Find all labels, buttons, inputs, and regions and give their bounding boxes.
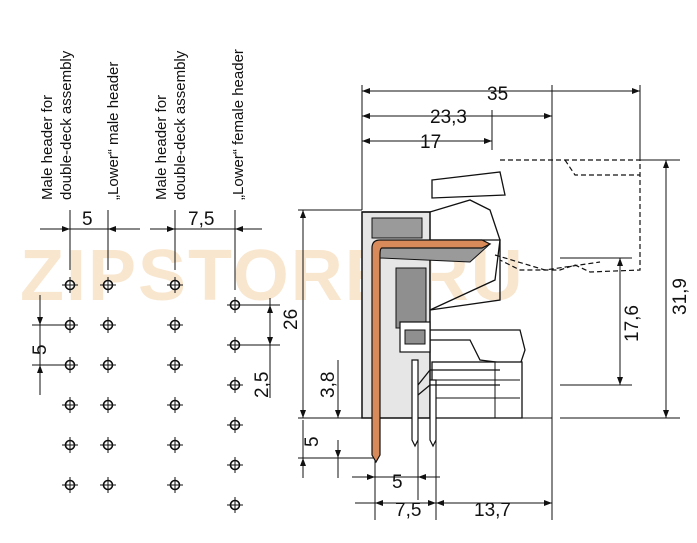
col2-label: „Lower“ male header [105,62,122,200]
dim-31-9: 31,9 [670,278,691,315]
col1-label-line2: double-deck assembly [58,50,75,200]
lower-female-header [431,361,523,419]
col4-label: „Lower“ female header [230,49,247,200]
dim-5-pin: 5 [302,436,323,447]
pitch-5-top: 5 [82,209,93,230]
dim-3-8: 3,8 [318,372,339,398]
dim-5-bottom: 5 [392,472,403,493]
upper-header-outline [499,159,641,273]
pin-grid [62,277,243,513]
col3-label-line1: Male header for [153,95,170,200]
dim-26: 26 [281,309,302,330]
dim-23-3: 23,3 [430,107,467,128]
copper-pin [371,239,492,464]
housing-top-block [371,217,423,239]
dim-17-6: 17,6 [622,305,643,342]
pitch-5-left: 5 [30,344,51,355]
pitch-7-5-top: 7,5 [188,209,214,230]
lower-pin-1 [411,359,419,448]
housing-mid-block [395,267,427,329]
col1-label-line1: Male header for [39,95,56,200]
lower-pin-2 [429,379,437,448]
column-labels: Male header for double-deck assembly „Lo… [39,49,247,200]
dim-35: 35 [487,84,508,105]
housing-latch [362,199,501,311]
pin-layout: 5 7,5 5 2,5 [30,209,280,513]
pitch-2-5: 2,5 [252,372,273,398]
col3-label-line2: double-deck assembly [172,50,189,200]
dim-13-7: 13,7 [474,500,511,521]
side-view: 35 23,3 17 26 3,8 5 17,6 [281,84,691,521]
dim-17: 17 [420,132,441,153]
dim-7-5-bottom: 7,5 [395,500,421,521]
